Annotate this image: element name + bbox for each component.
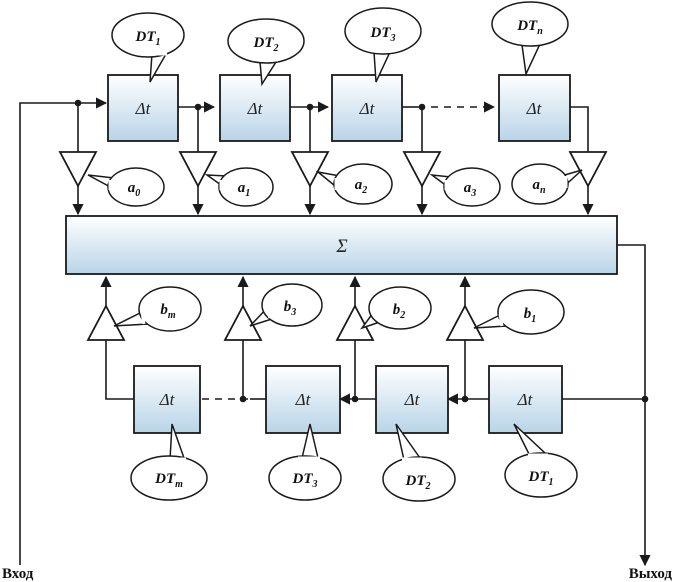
svg-text:DT3: DT3: [370, 25, 396, 44]
svg-text:b2: b2: [393, 302, 406, 321]
fb-coef-labels: bm b3 b2 b1: [113, 283, 565, 335]
svg-text:a0: a0: [128, 180, 141, 199]
fb-delay-3: Δt: [265, 365, 341, 434]
mult-a0: [58, 151, 98, 188]
label-dt-fb-3: DT3: [268, 423, 342, 501]
label-b3: b3: [249, 283, 323, 327]
label-dt-fwd-1: DT1: [111, 12, 185, 83]
svg-text:a2: a2: [355, 177, 368, 196]
svg-text:bm: bm: [160, 302, 176, 321]
fb-delay-2: Δt: [375, 365, 449, 434]
fb-delay-m: Δt: [133, 365, 201, 434]
delay-symbol: Δt: [159, 390, 176, 409]
label-a2: a2: [315, 163, 393, 205]
label-an: an: [511, 163, 583, 205]
svg-text:a3: a3: [464, 180, 477, 199]
svg-text:a1: a1: [238, 180, 251, 199]
svg-text:DT1: DT1: [528, 469, 554, 488]
label-dt-fwd-n: DTn: [491, 1, 569, 77]
delay-symbol: Δt: [247, 99, 264, 118]
svg-text:b1: b1: [524, 306, 537, 325]
label-b1: b1: [473, 289, 565, 335]
svg-text:DTm: DTm: [154, 471, 183, 490]
label-dt-fwd-3: DT3: [344, 7, 422, 83]
mult-a2: [290, 151, 330, 188]
label-dt-fb-m: DTm: [130, 423, 208, 501]
label-a1: a1: [204, 167, 274, 207]
fwd-delay-1: Δt: [107, 74, 179, 142]
fwd-delay-labels: DT1 DT2 DT3 DTn: [111, 1, 569, 87]
label-a3: a3: [429, 167, 501, 207]
delay-symbol: Δt: [526, 99, 543, 118]
svg-text:b3: b3: [284, 299, 297, 318]
forward-multipliers: [58, 151, 608, 188]
svg-text:DT2: DT2: [405, 473, 431, 492]
label-dt-fb-1: DT1: [504, 423, 578, 498]
svg-text:DT1: DT1: [135, 29, 161, 48]
label-dt-fwd-2: DT2: [227, 18, 305, 87]
feedback-multipliers: [86, 304, 485, 341]
mult-a3: [402, 151, 442, 188]
label-dt-fb-2: DT2: [382, 423, 456, 502]
fwd-delay-2: Δt: [219, 74, 291, 142]
mult-b2: [335, 304, 375, 341]
svg-text:an: an: [532, 177, 546, 196]
svg-text:DT3: DT3: [292, 471, 318, 490]
forward-delays: Δt Δt Δt Δt: [107, 74, 571, 142]
delay-symbol: Δt: [404, 390, 421, 409]
tap-an-wire: [570, 106, 589, 152]
label-bm: bm: [113, 286, 202, 332]
fwd-delay-n: Δt: [498, 74, 571, 142]
label-b2: b2: [360, 286, 432, 330]
fwd-delay-3: Δt: [331, 74, 403, 142]
tap-bm-wire: [105, 338, 134, 400]
label-a0: a0: [87, 167, 165, 207]
delay-symbol: Δt: [359, 99, 376, 118]
delay-symbol: Δt: [135, 99, 152, 118]
fb-delay-1: Δt: [488, 365, 563, 434]
summator-block: Σ: [65, 215, 618, 275]
svg-text:DT2: DT2: [253, 35, 279, 54]
delay-symbol: Δt: [295, 390, 312, 409]
mult-bm: [86, 304, 126, 341]
svg-text:DTn: DTn: [516, 18, 543, 37]
mult-b1: [445, 304, 485, 341]
input-label: Вход: [2, 566, 34, 582]
mult-an: [568, 151, 608, 188]
delay-symbol: Δt: [517, 390, 534, 409]
output-label: Выход: [629, 566, 673, 582]
fwd-coef-labels: a0 a1 a2 a3 an: [87, 163, 583, 207]
feedback-delays: Δt Δt Δt Δt: [133, 365, 563, 434]
output-wire: [617, 244, 651, 567]
mult-a1: [178, 151, 218, 188]
fb-delay-labels: DTm DT3 DT2 DT1: [130, 423, 578, 502]
sum-symbol: Σ: [335, 236, 347, 257]
junction-dots: [74, 99, 649, 403]
